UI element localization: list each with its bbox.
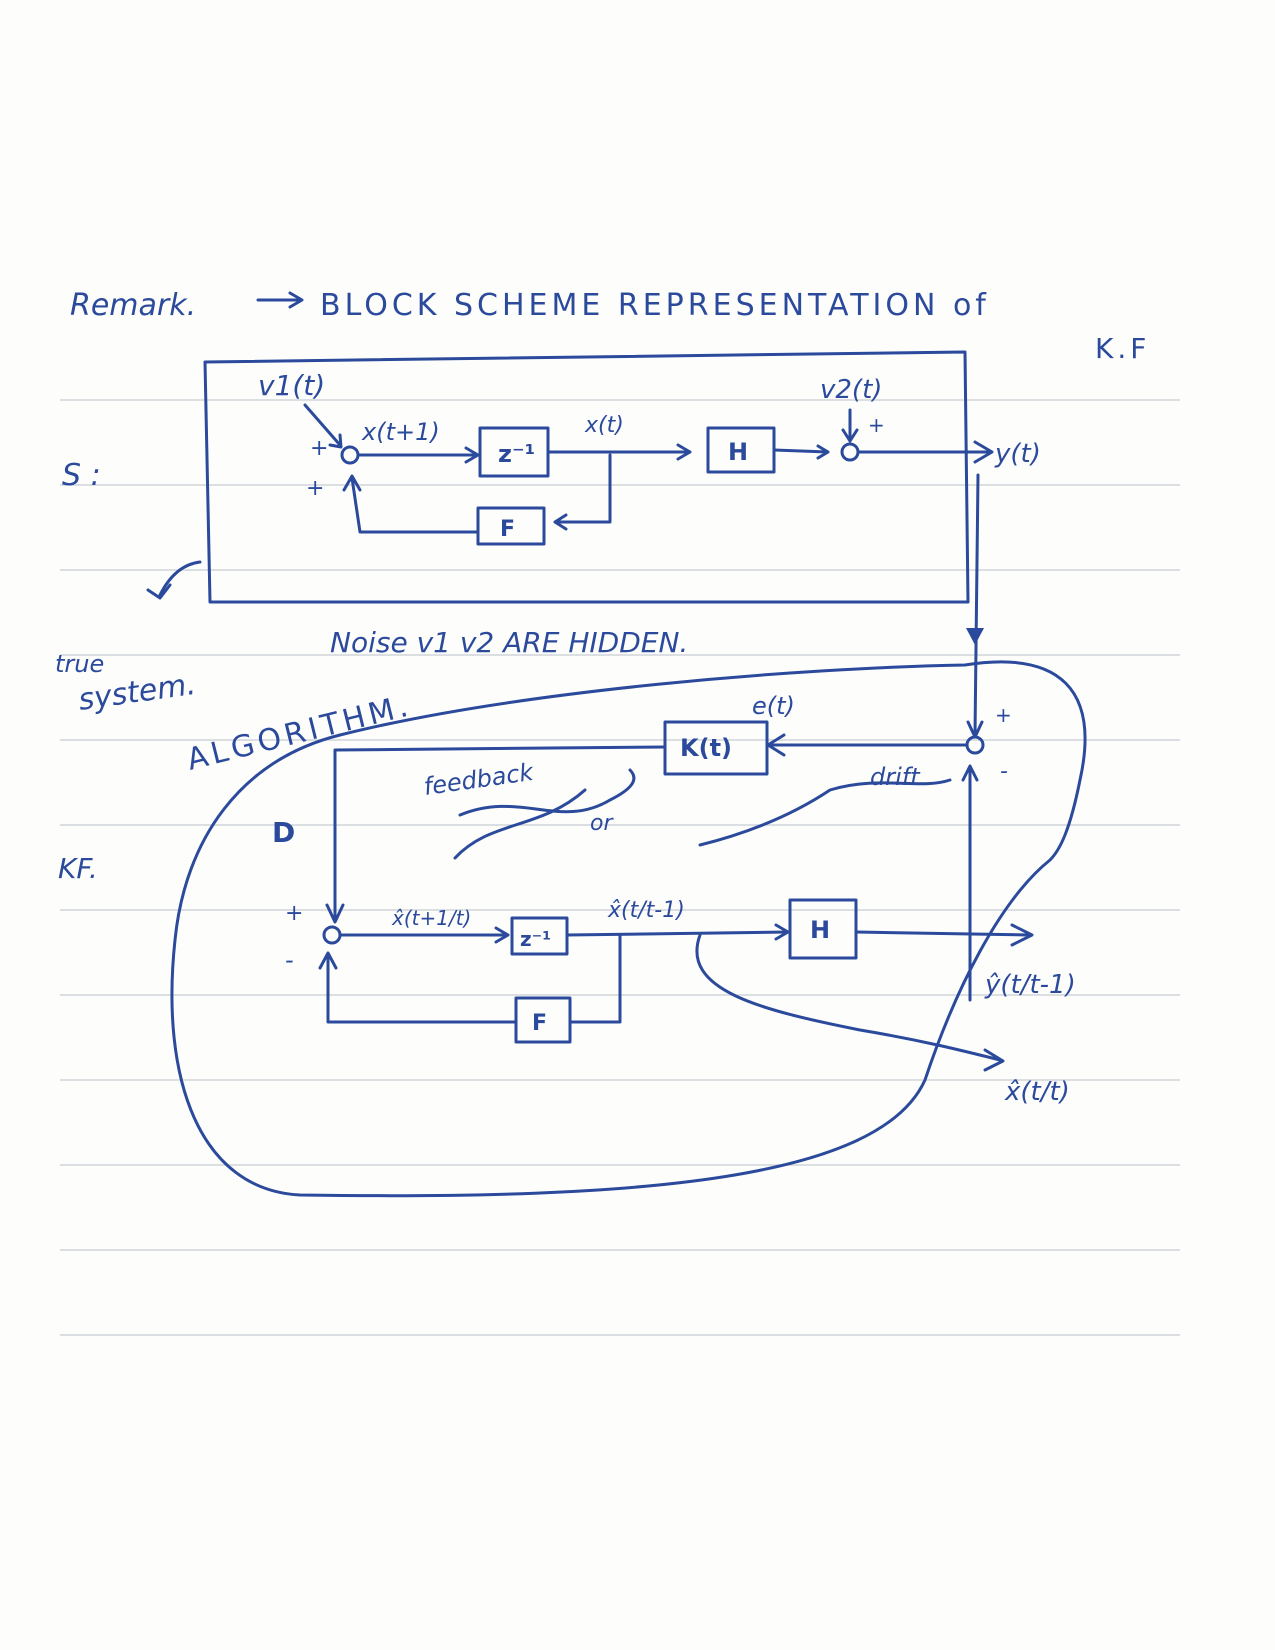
yhat-output-arrow <box>854 923 1034 947</box>
kf-f-label: F <box>532 1011 547 1036</box>
kf-diagram: ALGORITHM. + - e(t) K(t) feedback or dri… <box>170 660 1087 1198</box>
sum-minus: - <box>285 946 294 974</box>
gain-label: K(t) <box>680 734 732 762</box>
squiggle-1 <box>458 768 636 817</box>
d-mark: D <box>272 816 295 849</box>
xhat-filtered-arrow <box>695 933 1005 1072</box>
squiggle-3 <box>698 778 952 847</box>
error-label: e(t) <box>752 692 795 720</box>
sum1-plus-top: + <box>310 436 328 461</box>
title-continuation: K.F <box>1095 332 1150 365</box>
system-diagram: v1(t) + + x(t+1) z⁻¹ x(t) H v2(t) + y(t)… <box>146 350 1041 604</box>
sum-junction-1 <box>340 445 360 465</box>
ruled-lines <box>60 399 1180 1336</box>
kf-feedback-line-left <box>318 951 518 1024</box>
v1-label: v1(t) <box>258 369 325 402</box>
kf-feedback-line-right <box>568 933 622 1024</box>
margin-mark-s: S : <box>62 458 101 493</box>
algorithm-outline <box>170 660 1087 1198</box>
arrow-to-sum2 <box>772 444 830 460</box>
arrow-to-h <box>546 443 692 461</box>
arrow-to-delay <box>356 446 480 464</box>
title-prefix: Remark. <box>70 288 196 323</box>
delay-label: z⁻¹ <box>498 440 535 468</box>
x-label: x(t) <box>584 413 624 438</box>
xhat-label: x̂(t/t-1) <box>607 898 685 923</box>
error-minus: - <box>1000 759 1008 784</box>
f-label: F <box>500 517 515 542</box>
feedback-line-right <box>553 453 612 531</box>
v2-arrow <box>841 408 859 443</box>
noise-caption: Noise v1 v2 ARE HIDDEN. <box>330 626 688 659</box>
v2-label: v2(t) <box>820 375 882 405</box>
squiggle-2 <box>453 788 587 860</box>
arrow-to-gain <box>766 733 969 757</box>
or-annotation: or <box>590 811 614 836</box>
system-enclosure <box>203 350 970 604</box>
sum-junction-2 <box>840 442 860 462</box>
f-block <box>476 506 546 546</box>
algorithm-label: ALGORITHM. <box>183 688 415 778</box>
xhat-next-label: x̂(t+1/t) <box>391 906 471 930</box>
arrow-to-kf-h <box>565 923 790 941</box>
feedback-annotation: feedback <box>422 758 536 801</box>
error-plus: + <box>995 703 1012 727</box>
kf-f-block <box>514 996 572 1044</box>
title-text: BLOCK SCHEME REPRESENTATION of <box>320 288 990 323</box>
drift-annotation: drift <box>870 763 921 791</box>
sum2-plus: + <box>868 413 885 437</box>
measurement-arrowhead <box>966 628 984 645</box>
feedback-line-left <box>342 474 480 534</box>
margin-mark-true: true <box>55 650 104 678</box>
sum1-plus-bottom: + <box>306 476 324 501</box>
kf-h-block <box>788 898 858 960</box>
gain-feedback-line <box>325 745 667 924</box>
h-label: H <box>728 438 748 466</box>
x-next-label: x(t+1) <box>361 418 440 446</box>
y-output-arrow <box>856 440 994 464</box>
y-label: y(t) <box>994 439 1041 469</box>
margin-mark-kf: KF. <box>58 852 98 885</box>
v1-arrow <box>303 403 343 449</box>
kf-delay-label: z⁻¹ <box>520 927 551 951</box>
xhat-filtered-label: x̂(t/t) <box>1004 1077 1070 1107</box>
yhat-feedback-line <box>961 764 979 1002</box>
system-callout-hook <box>146 560 202 600</box>
arrow-to-kf-delay <box>338 926 510 944</box>
yhat-label: ŷ(t/t-1) <box>984 970 1076 1000</box>
kf-h-label: H <box>810 916 830 944</box>
title-arrow <box>256 291 304 309</box>
measurement-line <box>966 473 984 739</box>
kf-sum-junction <box>322 925 342 945</box>
sum-plus: + <box>285 901 303 926</box>
